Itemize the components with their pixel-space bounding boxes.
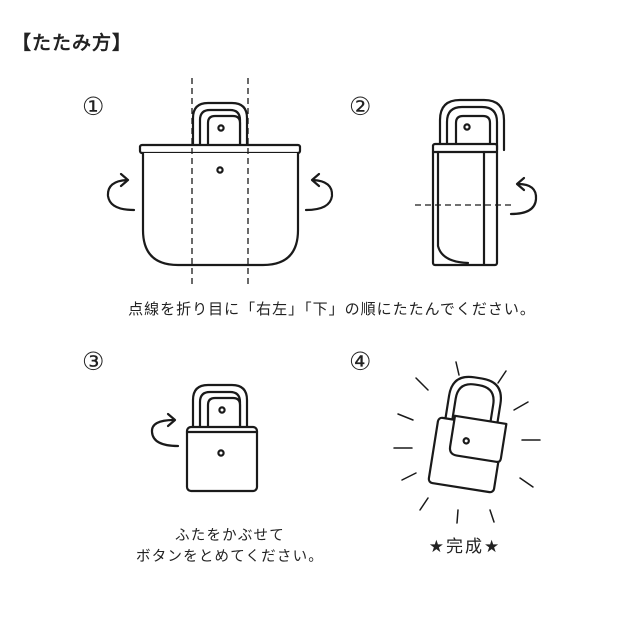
curved-arrow-icon: [304, 172, 334, 212]
bag-handle-outer: [438, 98, 506, 152]
step3-bag-illustration: [150, 383, 259, 493]
sparkle-rays-icon: [393, 361, 541, 524]
bag-handle-inner: [445, 105, 499, 152]
bag-flap: [206, 114, 242, 148]
snap-button-icon: [217, 449, 225, 457]
snap-button-icon: [217, 124, 225, 132]
bag-handle-inner: [451, 383, 495, 427]
bag-body-folded: [185, 425, 259, 493]
curved-arrow-icon: [106, 172, 136, 212]
step-number-2: ②: [349, 92, 372, 121]
page-title: 【たたみ方】: [12, 32, 133, 54]
step4-finished-bag-illustration: [393, 361, 541, 524]
step-number-4: ④: [349, 347, 372, 376]
bag-flap-closed: [448, 414, 508, 464]
snap-button-icon: [216, 166, 224, 174]
step-number-1: ①: [82, 92, 105, 121]
snap-button-icon: [463, 123, 471, 131]
curved-arrow-icon: [150, 412, 180, 448]
bag-handle-inner: [198, 390, 242, 430]
bag-rim: [138, 143, 302, 155]
curved-arrow-icon: [509, 176, 538, 216]
folded-edge-left: [436, 150, 470, 265]
bag-handle-inner: [198, 108, 242, 148]
bag-handle-outer: [444, 375, 503, 428]
instruction-step-3-line-2: ボタンをとめてください。: [136, 549, 324, 565]
instruction-step-3: ふたをかぶせて ボタンをとめてください。: [110, 526, 350, 568]
snap-button-icon: [218, 406, 226, 414]
instruction-step-3-line-1: ふたをかぶせて: [175, 528, 285, 544]
snap-button-icon: [462, 437, 470, 445]
bag-handle-outer: [191, 101, 249, 148]
step1-bag-illustration: [106, 78, 334, 286]
instruction-step-4: ★完成★: [428, 537, 502, 557]
step-number-3: ③: [82, 347, 105, 376]
bag-flap: [454, 114, 492, 148]
instruction-steps-1-2: 点線を折り目に「右左」「下」の順にたたんでください。: [128, 300, 536, 318]
bag-handle-outer: [191, 383, 249, 430]
step2-bag-illustration: [415, 98, 538, 267]
bag-body: [141, 151, 300, 267]
